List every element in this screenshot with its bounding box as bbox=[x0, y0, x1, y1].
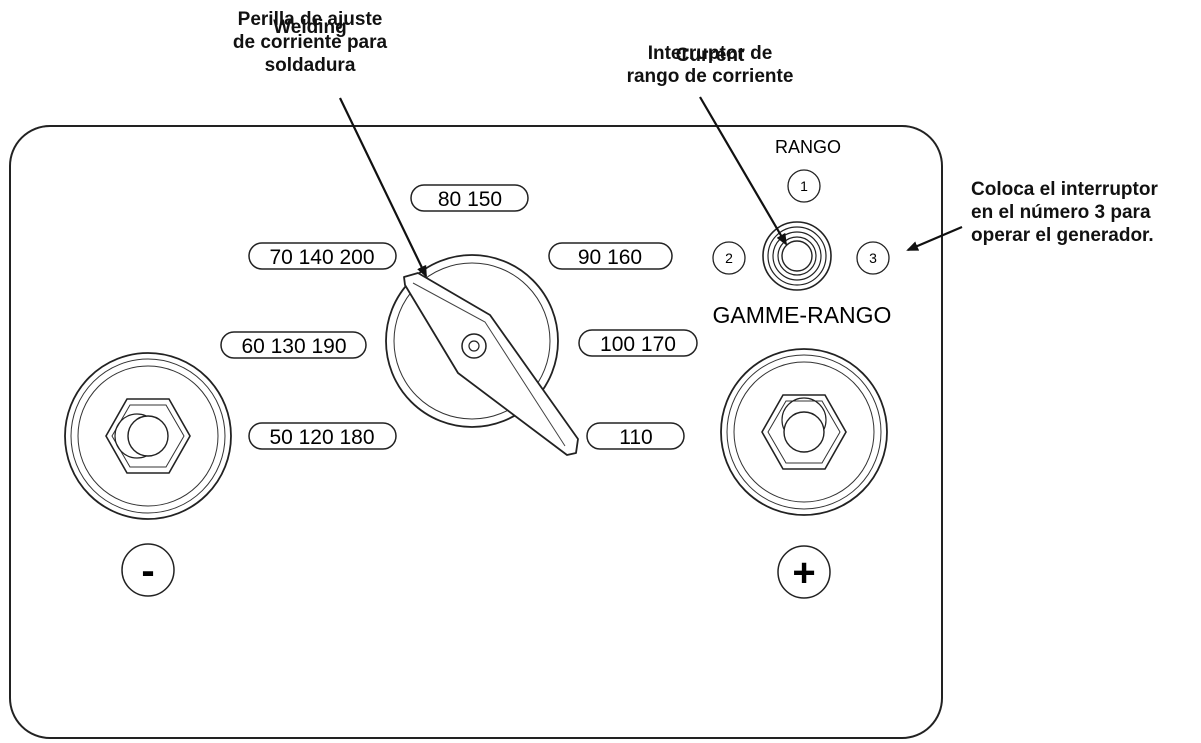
callout-line: rango de corriente bbox=[626, 66, 794, 87]
current-overlay-text: Current bbox=[675, 45, 745, 66]
generator-instruction-callout: Coloca el interruptor en el número 3 par… bbox=[971, 178, 1158, 247]
range-position-2: 2 bbox=[712, 241, 746, 275]
svg-text:60 130 190: 60 130 190 bbox=[241, 335, 346, 358]
range-position-1: 1 bbox=[787, 169, 821, 203]
positive-terminal-label: + bbox=[777, 545, 831, 599]
plus-sign: + bbox=[792, 551, 815, 595]
dial-label-100-170: 100 170 bbox=[578, 329, 698, 357]
welding-current-knob[interactable] bbox=[385, 254, 579, 456]
callout-line: en el número 3 para bbox=[971, 202, 1151, 223]
svg-text:1: 1 bbox=[800, 178, 808, 194]
dial-label-70-140-200: 70 140 200 bbox=[248, 242, 397, 270]
knob-pointer[interactable] bbox=[403, 272, 579, 456]
welding-overlay-text: Welding bbox=[273, 17, 347, 38]
range-position-3: 3 bbox=[856, 241, 890, 275]
svg-text:70 140 200: 70 140 200 bbox=[269, 246, 374, 269]
svg-text:3: 3 bbox=[869, 250, 877, 266]
range-switch-knob[interactable] bbox=[762, 221, 832, 291]
generator-leader-arrow bbox=[906, 225, 963, 252]
callout-line: soldadura bbox=[264, 55, 356, 76]
minus-sign: - bbox=[141, 549, 154, 593]
dial-label-90-160: 90 160 bbox=[548, 242, 673, 270]
negative-terminal[interactable] bbox=[64, 352, 232, 520]
knob-leader-arrow bbox=[339, 97, 427, 278]
control-panel-outline bbox=[9, 125, 943, 739]
callout-line: Interruptor de bbox=[647, 43, 773, 64]
svg-text:110: 110 bbox=[619, 426, 652, 449]
dial-label-80-150: 80 150 bbox=[410, 184, 529, 212]
callout-line: Coloca el interruptor bbox=[971, 179, 1158, 200]
callout-line: operar el generador. bbox=[971, 225, 1154, 246]
positive-terminal[interactable] bbox=[720, 348, 888, 516]
range-switch-subtitle: GAMME-RANGO bbox=[713, 302, 892, 328]
svg-text:50 120 180: 50 120 180 bbox=[269, 426, 374, 449]
dial-label-60-130-190: 60 130 190 bbox=[220, 331, 367, 359]
callout-line: Perilla de ajuste bbox=[237, 9, 383, 30]
svg-text:90 160: 90 160 bbox=[578, 246, 642, 269]
switch-leader-arrow bbox=[699, 96, 788, 246]
svg-text:100 170: 100 170 bbox=[600, 333, 676, 356]
negative-terminal-label: - bbox=[121, 543, 175, 597]
callout-line: de corriente para bbox=[232, 32, 388, 53]
range-switch-callout: Current Interruptor de rango de corrient… bbox=[590, 42, 830, 88]
dial-label-110: 110 bbox=[586, 422, 685, 450]
range-switch-title: RANGO bbox=[775, 137, 841, 157]
svg-text:2: 2 bbox=[725, 250, 733, 266]
dial-label-50-120-180: 50 120 180 bbox=[248, 422, 397, 450]
svg-text:80 150: 80 150 bbox=[438, 188, 502, 211]
welding-knob-callout: Welding Perilla de ajuste de corriente p… bbox=[180, 8, 440, 77]
